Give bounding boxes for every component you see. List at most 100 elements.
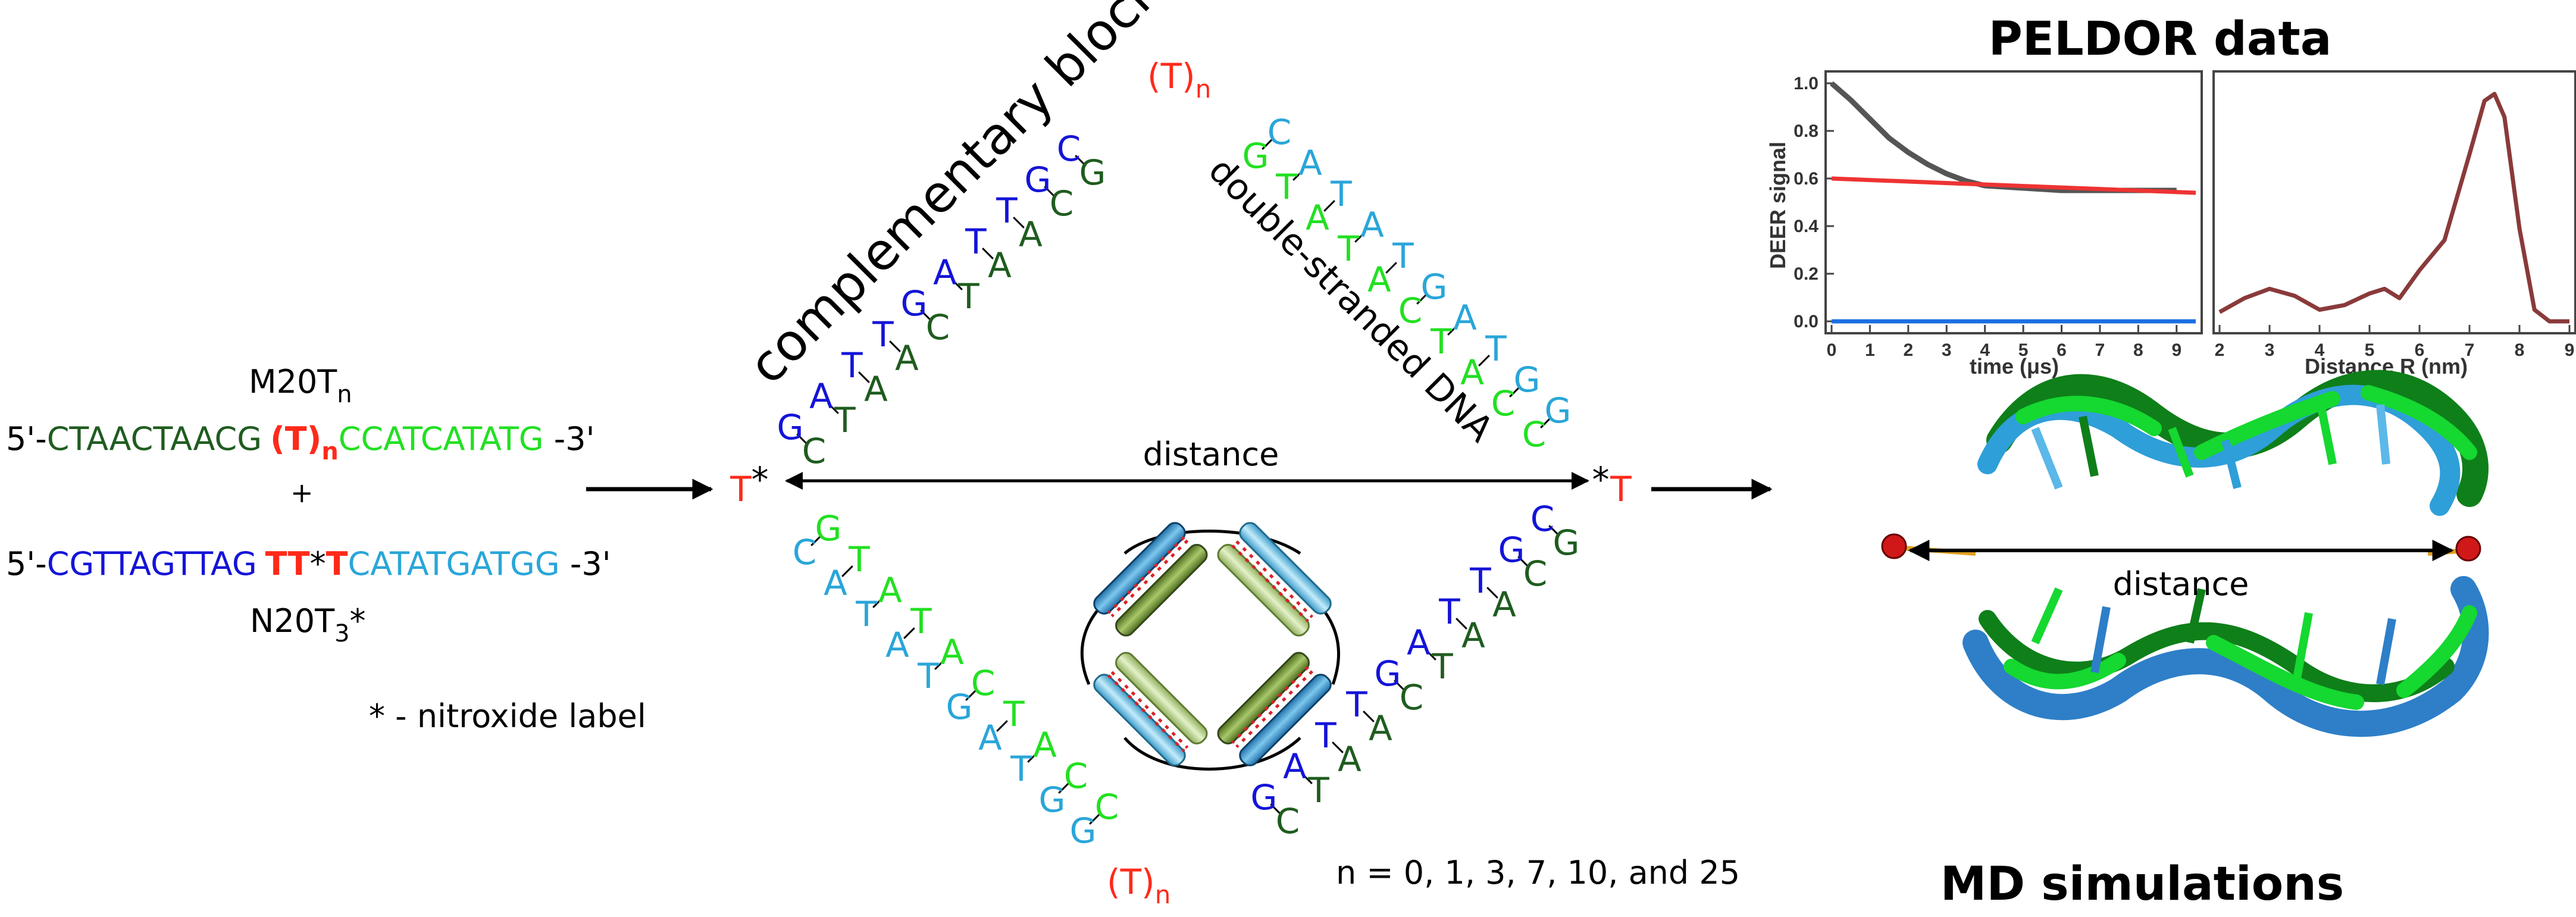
base-pair-bond [796,433,808,445]
base-pair-bond [1540,417,1552,428]
base-pair-bond [1517,556,1529,568]
base-pair-bond [1075,155,1087,167]
distance-xtick-label: 7 [2465,340,2475,360]
schematic-duplex-bl [1093,652,1208,766]
base-letter: G [1025,159,1051,200]
md-helix-bottom [1962,576,2489,737]
base-pair-bond [1509,386,1521,398]
n-values-label: n = 0, 1, 3, 7, 10, and 25 [1336,854,1740,891]
base-letter: C [1057,129,1081,169]
base-pair-bond [1292,169,1304,181]
base-letter: C [1530,499,1555,539]
base-letter: G [815,508,842,549]
base-letter: T [1275,167,1297,207]
base-letter: T [1485,328,1507,369]
base-letter: C [926,307,950,348]
base-letter: A [1338,739,1361,780]
base-pair-bond [965,689,977,701]
base-letter: G [1498,530,1525,570]
distance-distribution-trace [2218,92,2569,324]
peldor-panel: PELDOR data DEER signal time (μs) 0.00.2… [1766,12,2576,378]
base-pair-bond [1394,680,1406,691]
schematic-duplex-tl [1093,522,1208,637]
base-pair-bond [1332,741,1344,753]
base-letter: G [1545,390,1572,431]
base-pair-bond [1478,355,1490,367]
distance-xtick-label: 5 [2365,340,2375,360]
deer-ytick-label: 0.6 [1794,169,1818,189]
base-letter: A [1461,615,1485,656]
base-pair-bond [1262,138,1273,150]
base-pair-bond [903,627,915,639]
base-pair-bond [1058,782,1070,794]
distance-chart-frame [2212,70,2576,334]
deer-yticks: 0.00.20.40.60.81.0 [1794,74,1834,331]
base-pair-bond [1486,587,1498,599]
base-letter: G [1251,777,1278,818]
base-letter: A [824,563,847,603]
base-pair-bond [1363,711,1375,722]
base-letter: G [777,407,804,447]
base-pair-bond [1456,618,1467,630]
base-letter: A [864,369,888,409]
base-letter: T [1345,684,1367,725]
complementary-blocks-label: complementary blocks [737,0,1191,396]
base-letter: G [1375,653,1401,694]
deer-xtick-label: 1 [1865,340,1875,360]
m20-label: M20Tn [249,363,352,408]
base-letter: A [1360,205,1384,245]
deer-chart-frame [1824,70,2203,334]
distance-xtick-label: 4 [2315,340,2325,360]
base-letter: A [988,245,1012,286]
base-letter: A [1407,622,1431,663]
deer-xtick-label: 6 [2057,340,2067,360]
base-letter: A [1369,708,1392,749]
nitroxide-star-left: * [752,459,769,500]
base-letter: T [1003,694,1025,734]
base-letter: T [1469,561,1491,601]
distance-xtick-label: 9 [2565,340,2575,360]
base-pair-bond [858,371,870,383]
base-letter: A [1453,298,1477,338]
deer-trace-raw [1830,81,2177,193]
deer-ytick-label: 1.0 [1794,74,1818,93]
base-letter: T [917,656,939,696]
base-pair-bond [1013,217,1025,229]
base-letter: C [802,431,827,471]
base-pair-bond [1044,186,1056,198]
base-pair-bond [810,534,822,546]
base-pair-bond [1027,751,1039,763]
base-letter: C [1095,787,1119,827]
base-pair-bond [841,565,853,577]
spin-label-right [2455,536,2481,562]
md-helix-top [1977,370,2489,516]
base-letter: G [1421,267,1448,307]
base-letter: G [1553,522,1580,563]
deer-xtick-label: 2 [1903,340,1913,360]
base-letter: C [1064,756,1088,796]
deer-series [1830,81,2196,324]
base-letter: T [1438,591,1460,632]
base-letter: T [957,276,979,317]
footnote-nitroxide: * - nitroxide label [369,697,646,735]
base-letter: A [809,376,833,417]
base-pair-bond [1425,649,1436,661]
base-letter: G [1514,359,1541,400]
deer-ytick-label: 0.0 [1794,312,1818,331]
schematic-duplex-tr [1217,522,1332,637]
base-letter: G [901,283,928,324]
deer-xtick-label: 8 [2133,340,2143,360]
base-letter: A [1033,725,1057,765]
base-pair-bond [1270,803,1282,815]
nitroxide-star-right: * [1592,459,1610,500]
md-distance-label: distance [2113,565,2249,603]
base-letter: A [1492,584,1516,625]
base-pair-bond [827,402,839,414]
n20-label: N20T3* [250,602,366,647]
base-letter: T [834,400,856,440]
deer-xlabel: time (μs) [1970,354,2059,378]
base-letter: A [933,252,957,293]
